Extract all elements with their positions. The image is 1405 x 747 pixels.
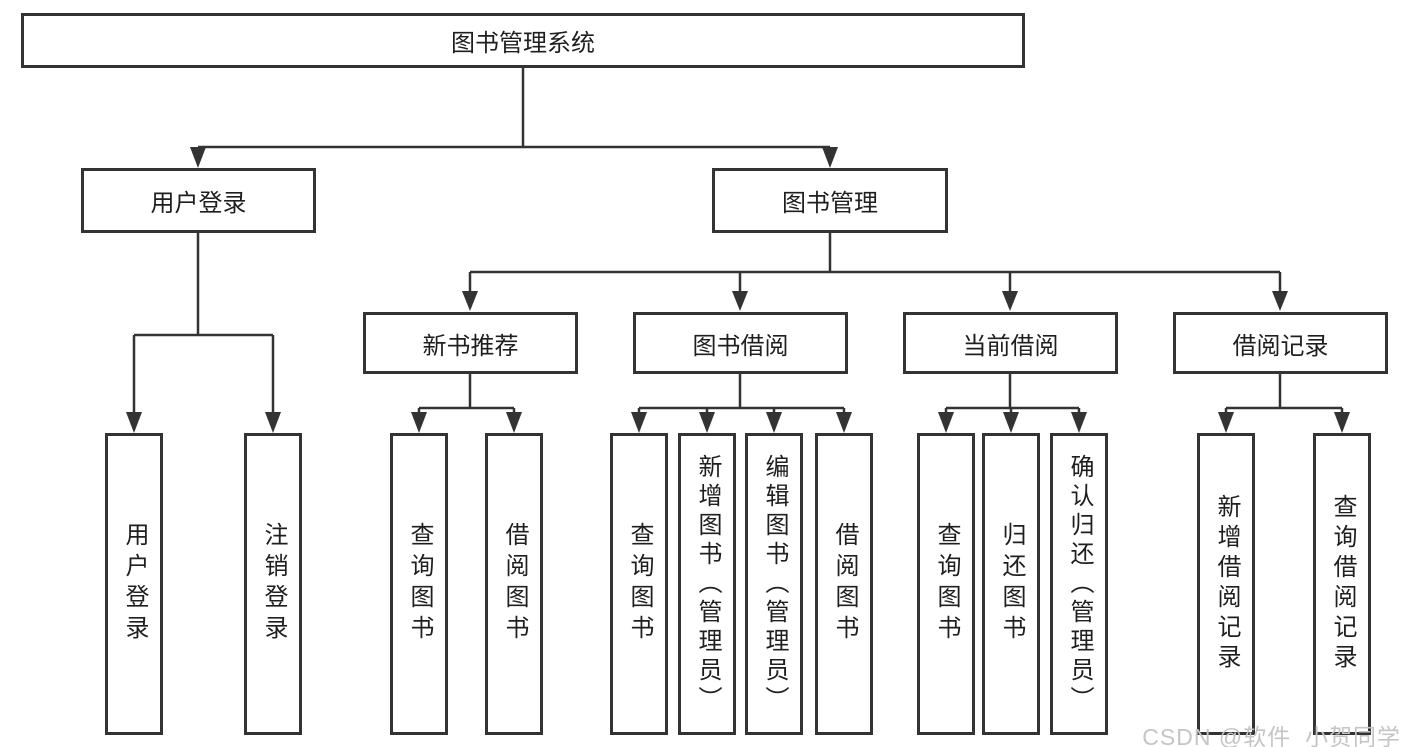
node-label: 图书管理系统 (451, 30, 595, 57)
arrowhead-leaf (699, 412, 715, 433)
node-book-management: 图书管理 (712, 168, 948, 233)
node-label: 查询图书 (933, 522, 960, 646)
node-label: 新书推荐 (422, 332, 519, 360)
arrowhead-leaf (1218, 412, 1234, 433)
arrowhead-leaf (938, 412, 954, 433)
arrowhead-leaf (126, 412, 142, 433)
node-query-borrow-record: 查询借阅记录 (1313, 433, 1371, 735)
node-return-books: 归还图书 (982, 433, 1040, 735)
node-confirm-return-admin: 确认归还（管理员） (1050, 433, 1108, 735)
node-label: 新增借阅记录 (1213, 494, 1240, 674)
node-add-borrow-record: 新增借阅记录 (1197, 433, 1255, 735)
arrowhead-leaf (631, 412, 647, 433)
node-label: 查询图书 (626, 522, 653, 646)
node-query-books-current: 查询图书 (917, 433, 975, 735)
arrowhead-level3 (732, 291, 748, 311)
arrowhead-book-management (822, 147, 838, 168)
node-new-book-recommend: 新书推荐 (363, 312, 578, 374)
arrowhead-leaf (506, 412, 522, 433)
node-logout: 注销登录 (244, 433, 302, 735)
node-label: 查询借阅记录 (1329, 494, 1356, 674)
arrowhead-leaf (1071, 412, 1087, 433)
arrowhead-level3 (1272, 291, 1288, 311)
arrowhead-leaf (411, 412, 427, 433)
watermark: CSDN @软件_小贺同学 (1142, 724, 1401, 747)
node-label: 借阅图书 (501, 522, 528, 646)
arrowhead-leaf (265, 412, 281, 433)
node-label: 用户登录 (121, 522, 148, 646)
node-label: 用户登录 (150, 190, 247, 217)
node-borrow-books-action: 借阅图书 (815, 433, 873, 735)
arrowhead-user-login (190, 147, 206, 168)
node-label: 查询图书 (406, 522, 433, 646)
node-borrow-records: 借阅记录 (1173, 312, 1388, 374)
node-borrow-books-recommend: 借阅图书 (485, 433, 543, 735)
node-system-root: 图书管理系统 (21, 13, 1025, 68)
node-label: 图书借阅 (692, 332, 789, 360)
node-add-books-admin: 新增图书（管理员） (678, 433, 736, 735)
node-user-login-action: 用户登录 (105, 433, 163, 735)
arrowhead-leaf (1334, 412, 1350, 433)
arrowhead-leaf (836, 412, 852, 433)
node-label: 新增图书（管理员） (694, 453, 721, 715)
node-label: 图书管理 (782, 190, 878, 217)
arrowhead-level3 (462, 291, 478, 311)
node-label: 确认归还（管理员） (1066, 453, 1093, 715)
node-user-login: 用户登录 (81, 168, 316, 233)
node-current-borrow: 当前借阅 (903, 312, 1118, 374)
node-label: 编辑图书（管理员） (761, 453, 788, 715)
node-label: 注销登录 (260, 522, 287, 646)
node-label: 归还图书 (998, 522, 1025, 646)
arrowhead-leaf (1003, 412, 1019, 433)
node-label: 借阅图书 (831, 522, 858, 646)
node-label: 当前借阅 (962, 332, 1059, 360)
arrowhead-leaf (766, 412, 782, 433)
node-label: 借阅记录 (1232, 332, 1329, 360)
node-query-books-borrow: 查询图书 (610, 433, 668, 735)
arrowhead-level3 (1002, 291, 1018, 311)
node-edit-books-admin: 编辑图书（管理员） (745, 433, 803, 735)
node-book-borrow: 图书借阅 (633, 312, 848, 374)
node-query-books-recommend: 查询图书 (390, 433, 448, 735)
